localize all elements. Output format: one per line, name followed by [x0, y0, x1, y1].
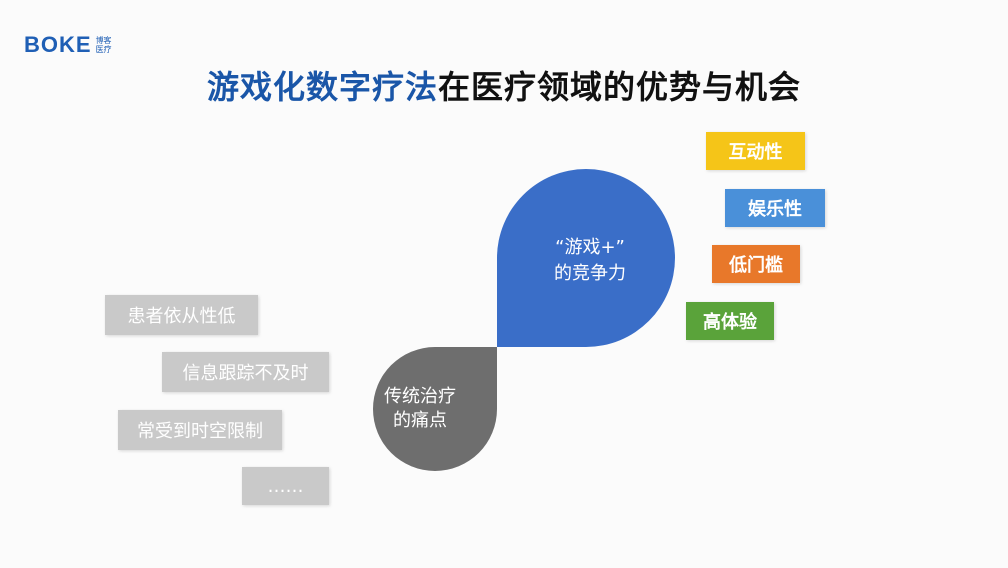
pain-point-label: 患者依从性低 — [127, 306, 236, 327]
blue-drop-label: “游戏+” 的竞争力 — [515, 235, 665, 287]
advantage-label: 高体验 — [703, 312, 757, 333]
blue-drop-line1: “游戏+” — [555, 237, 625, 258]
advantage-tag: 娱乐性 — [725, 189, 825, 227]
logo: BOKE 博客 医疗 — [24, 32, 112, 58]
advantage-label: 娱乐性 — [748, 199, 802, 220]
page-title: 游戏化数字疗法在医疗领域的优势与机会 — [0, 62, 1008, 108]
advantage-tag: 互动性 — [706, 132, 805, 170]
logo-sub-line2: 医疗 — [95, 45, 112, 54]
logo-sub-line1: 博客 — [95, 36, 112, 45]
advantage-label: 互动性 — [728, 142, 783, 163]
title-rest: 在医疗领域的优势与机会 — [438, 68, 802, 106]
pain-point-tag: …… — [242, 467, 329, 505]
blue-drop-shape — [497, 169, 675, 347]
logo-sub: 博客 医疗 — [96, 36, 112, 54]
title-highlight: 游戏化数字疗法 — [206, 68, 438, 106]
advantage-tag: 低门槛 — [712, 245, 800, 283]
logo-word: BOKE — [24, 32, 92, 57]
gray-drop-shape — [373, 347, 497, 471]
advantage-tag: 高体验 — [686, 302, 774, 340]
gray-drop-line2: 的痛点 — [393, 410, 447, 431]
pain-point-tag: 患者依从性低 — [105, 295, 258, 335]
gray-drop-label: 传统治疗 的痛点 — [360, 385, 480, 433]
pain-point-tag: 常受到时空限制 — [118, 410, 282, 450]
pain-point-tag: 信息跟踪不及时 — [162, 352, 329, 392]
pain-point-label: 常受到时空限制 — [137, 421, 263, 442]
pain-point-label: …… — [267, 475, 304, 497]
blue-drop-line2: 的竞争力 — [554, 263, 626, 284]
advantage-label: 低门槛 — [729, 255, 783, 276]
gray-drop-line1: 传统治疗 — [384, 386, 456, 407]
pain-point-label: 信息跟踪不及时 — [182, 363, 309, 384]
